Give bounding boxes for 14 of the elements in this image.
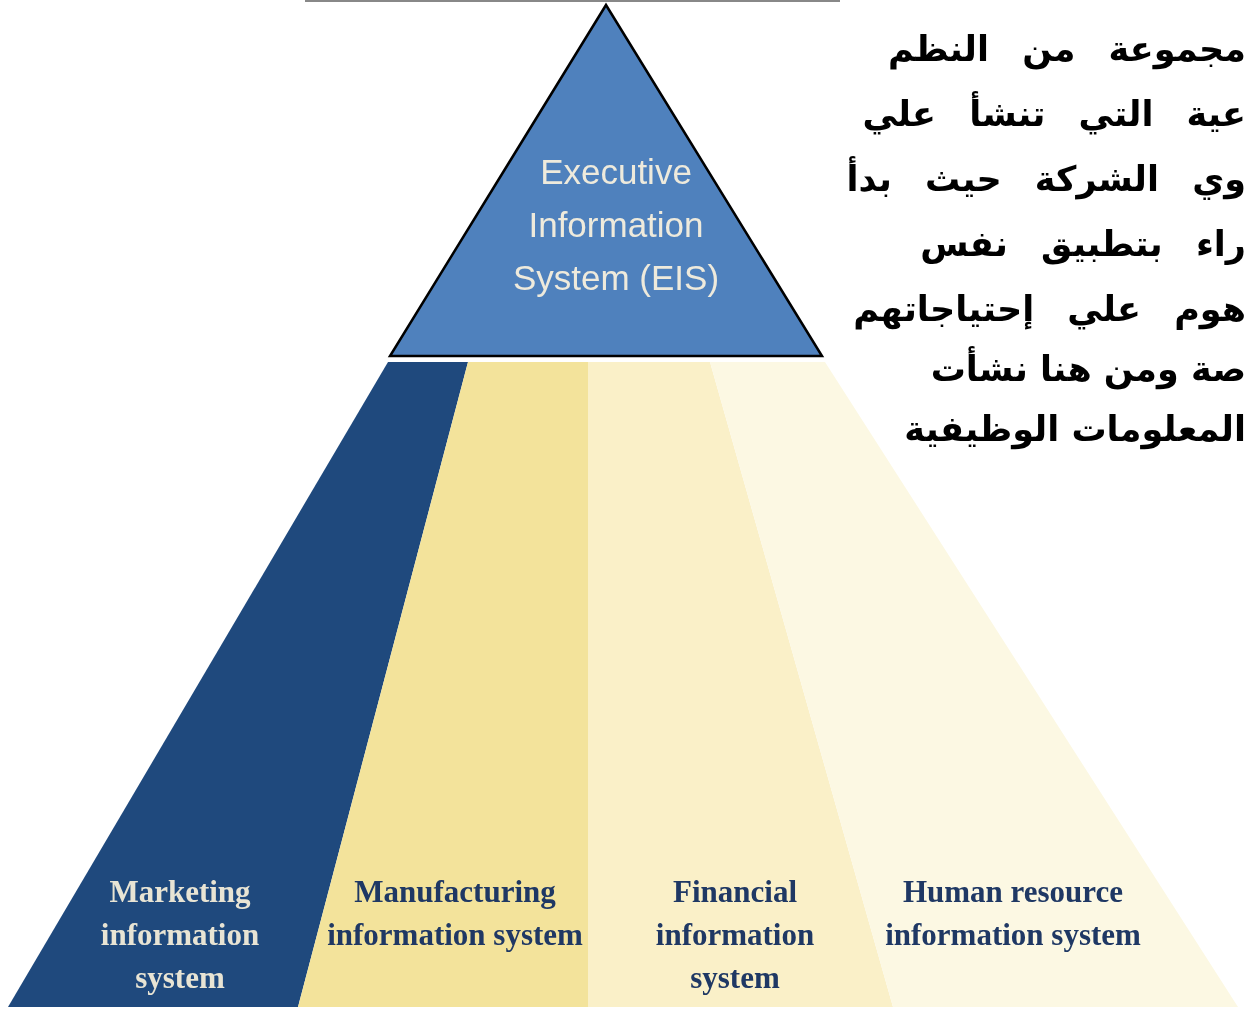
paragraph-line: هوم علي إحتياجاتهم — [853, 288, 1246, 330]
paragraph-line: راء بتطبيق نفس — [920, 223, 1246, 265]
paragraph-line: صة ومن هنا نشأت — [930, 348, 1246, 390]
pyramid-segment — [298, 362, 588, 1007]
paragraph-line: وي الشركة حيث بدأ — [846, 158, 1246, 200]
paragraph-line: المعلومات الوظيفية — [904, 408, 1246, 450]
segment-label: Financial information system — [654, 873, 816, 997]
pyramid-apex-triangle — [390, 5, 822, 356]
paragraph-line: مجموعة من النظم — [888, 28, 1246, 70]
segment-label: Manufacturing information system — [326, 873, 584, 954]
segment-label: Executive Information System (EIS) — [511, 151, 721, 299]
segment-label: Marketing information system — [99, 873, 261, 997]
paragraph-line: عية التي تنشأ علي — [862, 93, 1246, 135]
segment-label: Human resource information system — [884, 873, 1142, 954]
